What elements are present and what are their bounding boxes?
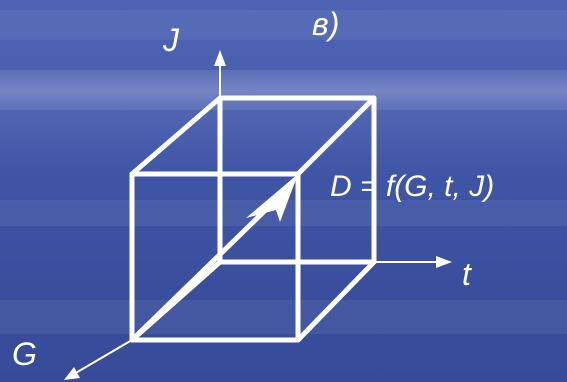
cube-front-face [129, 171, 301, 343]
cube-edge-bottom-right [295, 259, 377, 343]
axis-t-label: t [462, 256, 471, 292]
equation-label: D = f(G, t, J) [330, 170, 495, 203]
cube-edge-top-right [295, 95, 377, 177]
axis-t-arrowhead [436, 256, 452, 268]
axis-g [73, 339, 133, 375]
axis-g-label: G [12, 336, 37, 372]
axis-j-label: J [163, 22, 179, 58]
axis-j-arrowhead [214, 50, 226, 66]
background-streak [0, 300, 567, 334]
background-streak [0, 10, 567, 40]
background-streak [0, 70, 567, 110]
panel-label: в) [312, 6, 340, 42]
axis-g-arrowhead [64, 367, 80, 380]
cube-edge-top-left [129, 95, 223, 177]
vector-d-arrow [129, 193, 283, 343]
vector-d-arrowhead [246, 174, 298, 222]
